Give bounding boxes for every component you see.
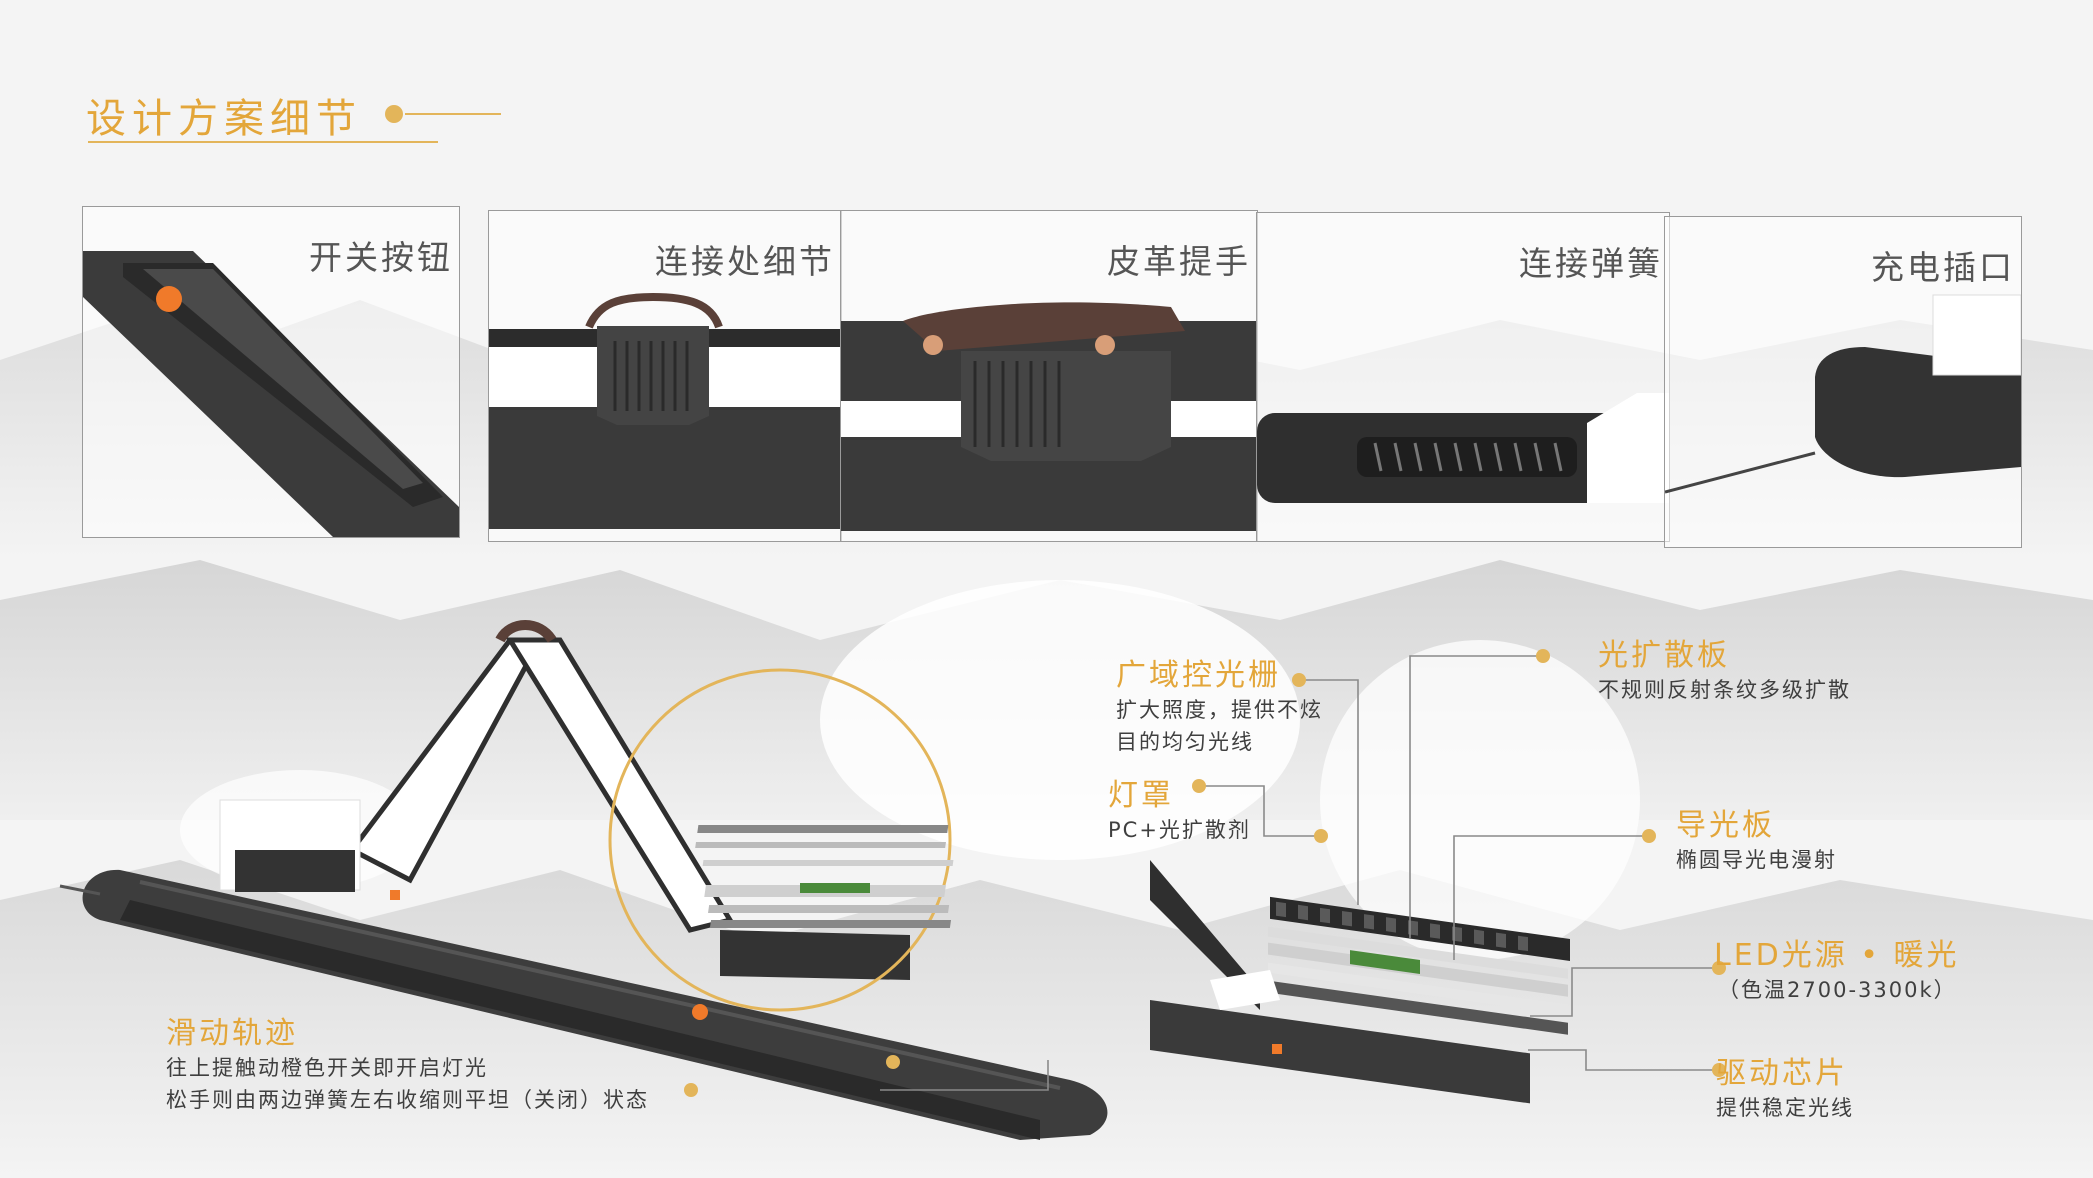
callout-diffuser: 光扩散板 不规则反射条纹多级扩散 — [1598, 630, 1851, 706]
panel-label-handle: 皮革提手 — [1107, 242, 1251, 281]
callout-shade: 灯罩 PC+光扩散剂 — [1108, 770, 1251, 846]
callout-dot-grille — [1292, 673, 1306, 687]
panel-label-charging: 充电插口 — [1871, 248, 2015, 287]
callout-led-line1: （色温2700-3300k） — [1718, 978, 1957, 1002]
callout-track-title: 滑动轨迹 — [166, 1016, 298, 1051]
callout-grille-line1: 扩大照度，提供不炫 — [1116, 698, 1323, 722]
callout-driver: 驱动芯片 提供稳定光线 — [1716, 1048, 1854, 1124]
callout-driver-line1: 提供稳定光线 — [1716, 1096, 1854, 1120]
detail-panel-charging: 充电插口 — [1664, 216, 2022, 548]
title-dash — [405, 113, 501, 115]
connection-detail-illustration — [489, 292, 841, 529]
callout-dot-track — [684, 1083, 698, 1097]
callout-track: 滑动轨迹 往上提触动橙色开关即开启灯光 松手则由两边弹簧左右收缩则平坦（关闭）状… — [166, 1008, 649, 1116]
charging-detail-illustration — [1665, 294, 2021, 494]
page-title: 设计方案细节 — [86, 96, 362, 142]
callout-dot-track-2 — [886, 1055, 900, 1069]
callout-dot-driver — [1712, 1063, 1726, 1077]
orange-switch-icon — [156, 286, 182, 312]
callout-grille: 广域控光栅 扩大照度，提供不炫 目的均匀光线 — [1116, 650, 1323, 758]
callout-grille-title: 广域控光栅 — [1116, 658, 1281, 693]
detail-panel-spring: 连接弹簧 — [1256, 212, 1670, 542]
callout-diffuser-line1: 不规则反射条纹多级扩散 — [1598, 678, 1851, 702]
leather-strap-icon — [903, 302, 1185, 351]
callout-dot-shade-end — [1314, 829, 1328, 843]
callout-dot-lightguide — [1642, 829, 1656, 843]
charging-cable-icon — [1665, 451, 1816, 494]
callout-dot-shade — [1192, 779, 1206, 793]
callout-driver-title: 驱动芯片 — [1716, 1056, 1848, 1091]
callout-dot-led — [1712, 961, 1726, 975]
detail-panel-connection: 连接处细节 — [488, 210, 842, 542]
callout-track-line2: 松手则由两边弹簧左右收缩则平坦（关闭）状态 — [166, 1088, 649, 1112]
callout-led: LED光源 • 暖光 （色温2700-3300k） — [1714, 930, 1960, 1006]
callout-track-line1: 往上提触动橙色开关即开启灯光 — [166, 1056, 488, 1080]
callout-diffuser-title: 光扩散板 — [1598, 638, 1730, 673]
callout-grille-line2: 目的均匀光线 — [1116, 730, 1254, 754]
detail-panel-handle: 皮革提手 — [840, 210, 1258, 542]
panel-label-spring: 连接弹簧 — [1519, 244, 1663, 283]
panel-label-switch: 开关按钮 — [309, 238, 453, 277]
title-dot — [385, 105, 403, 123]
exploded-view-illustration — [1150, 860, 1570, 1104]
callout-shade-line1: PC+光扩散剂 — [1108, 818, 1251, 842]
panel-label-connection: 连接处细节 — [655, 242, 835, 281]
detail-panel-switch: 开关按钮 — [82, 206, 460, 538]
callout-lightguide: 导光板 椭圆导光电漫射 — [1676, 800, 1837, 876]
callout-shade-title: 灯罩 — [1108, 778, 1174, 813]
switch-detail-illustration — [83, 251, 459, 537]
lamp-product-illustration — [59, 620, 1108, 1140]
callout-dot-diffuser — [1536, 649, 1550, 663]
title-underline — [88, 141, 438, 143]
callout-led-title: LED光源 • 暖光 — [1714, 938, 1960, 973]
leather-handle-icon — [585, 292, 723, 329]
zoom-circle — [608, 668, 952, 1012]
callout-lightguide-title: 导光板 — [1676, 808, 1775, 843]
handle-detail-illustration — [841, 302, 1257, 531]
spring-detail-illustration — [1257, 393, 1669, 503]
callout-lightguide-line1: 椭圆导光电漫射 — [1676, 848, 1837, 872]
